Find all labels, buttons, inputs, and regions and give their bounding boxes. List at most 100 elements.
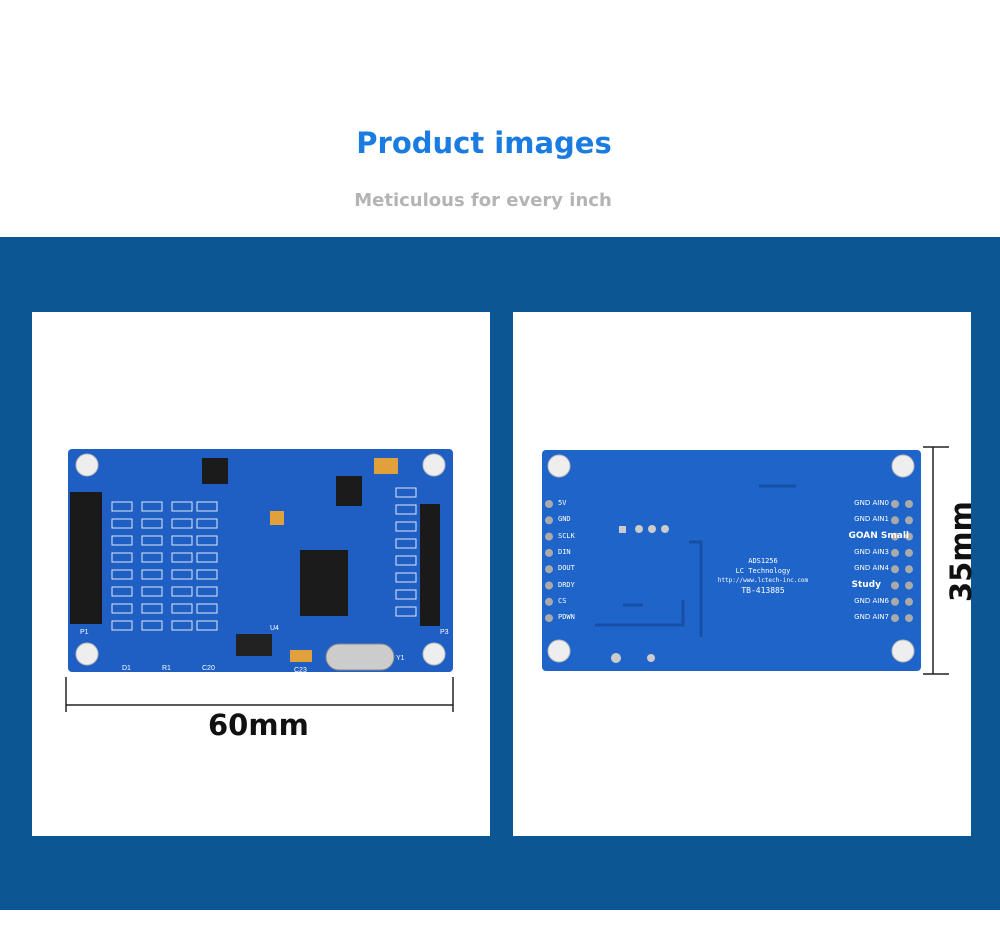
pin-pad xyxy=(891,614,899,623)
smd-pad xyxy=(141,552,163,563)
silk-label: P3 xyxy=(440,629,449,636)
silk-labels: P1 P3 R1 C20 C23 Y1 D1 U4 xyxy=(80,625,449,674)
smd-pad xyxy=(171,569,193,580)
board-silkscreen-text: ADS1256 LC Technology http://www.lctech-… xyxy=(703,556,823,596)
left-pin-label: CS xyxy=(558,596,567,605)
smd-pad xyxy=(196,586,218,597)
silk-label: R1 xyxy=(162,665,171,672)
page-subtitle: Meticulous for every inch xyxy=(354,190,612,211)
height-label: 35mm xyxy=(944,501,978,602)
board-code: TB-413885 xyxy=(741,586,785,595)
left-pin-label: DOUT xyxy=(558,564,575,573)
silk-label: D1 xyxy=(122,665,131,672)
silk-label: Y1 xyxy=(396,655,405,662)
smd-pad xyxy=(141,603,163,614)
pin-pad xyxy=(891,548,899,557)
maker-url: http://www.lctech-inc.com xyxy=(717,577,809,584)
right-pin-label: GND AIN0 xyxy=(854,499,889,507)
pin-pad xyxy=(545,532,553,541)
smd-pad xyxy=(395,538,417,549)
smd-pad xyxy=(395,487,417,498)
smd-pad xyxy=(171,620,193,631)
right-pin-label: GND AIN1 xyxy=(854,515,889,524)
smd-pad xyxy=(171,518,193,529)
pin-pad xyxy=(905,532,913,541)
smd-pad xyxy=(196,603,218,614)
pin-pad xyxy=(545,565,553,574)
width-label: 60mm xyxy=(208,708,309,742)
pin-pad xyxy=(905,597,913,606)
pin-pad xyxy=(891,597,899,606)
pin-pad xyxy=(545,614,553,623)
smd-pad xyxy=(171,552,193,563)
smd-pad xyxy=(196,620,218,631)
pin-pad xyxy=(545,581,553,590)
smd-pad xyxy=(141,569,163,580)
pcb-back-illustration xyxy=(542,446,949,675)
left-pin-label: 5V xyxy=(558,499,567,507)
pcb-front-illustration: P1 P3 R1 C20 C23 Y1 D1 U4 xyxy=(65,449,454,712)
pin-pad xyxy=(905,516,913,525)
pin-pad xyxy=(545,516,553,525)
smd-pad xyxy=(141,518,163,529)
left-pin-label: DRDY xyxy=(558,580,575,589)
smd-pad xyxy=(111,586,133,597)
pin-pad xyxy=(905,581,913,590)
pin-pad xyxy=(905,500,913,508)
smd-pad xyxy=(171,603,193,614)
maker-name: LC Technology xyxy=(735,567,791,575)
pin-pad xyxy=(891,500,899,508)
right-pin-label: GND AIN4 xyxy=(854,564,889,573)
smd-pad xyxy=(141,535,163,546)
smd-pad xyxy=(111,620,133,631)
smd-pad xyxy=(111,501,133,512)
smd-pad xyxy=(141,586,163,597)
smd-pad xyxy=(111,552,133,563)
smd-pad xyxy=(395,555,417,566)
pin-pad xyxy=(905,614,913,623)
left-pin-label: SCLK xyxy=(558,531,575,540)
width-dimension-line xyxy=(65,677,454,712)
smd-pad xyxy=(141,501,163,512)
smd-pad xyxy=(395,572,417,583)
smd-pad xyxy=(196,501,218,512)
right-pin-label: GND AIN3 xyxy=(854,547,889,556)
silk-label: C20 xyxy=(202,665,215,672)
smd-pad xyxy=(111,518,133,529)
smd-pad xyxy=(196,569,218,580)
pin-pad xyxy=(545,597,553,606)
right-pin-label: GND AIN7 xyxy=(854,613,889,622)
left-pin-label: GND xyxy=(558,515,571,524)
pin-pad xyxy=(545,548,553,557)
smd-pad xyxy=(196,518,218,529)
pin-pad xyxy=(891,516,899,525)
right-pin-label: Study xyxy=(851,579,881,590)
smd-pad xyxy=(395,521,417,532)
smd-pad xyxy=(171,535,193,546)
silk-label: C23 xyxy=(294,667,307,674)
smd-pad xyxy=(171,501,193,512)
smd-pad xyxy=(196,535,218,546)
pin-pad xyxy=(905,548,913,557)
smd-pad xyxy=(111,569,133,580)
smd-pad xyxy=(395,504,417,515)
pin-pad xyxy=(891,532,899,541)
front-image-panel: P1 P3 R1 C20 C23 Y1 D1 U4 60mm xyxy=(32,312,490,836)
pin-pad xyxy=(545,500,553,508)
silk-label: U4 xyxy=(270,625,279,632)
right-pin-label: GOAN Small xyxy=(848,530,909,541)
page-title: Product images xyxy=(356,126,612,160)
smd-pad xyxy=(171,586,193,597)
smd-pad xyxy=(141,620,163,631)
silk-label: P1 xyxy=(80,629,89,636)
pin-pad xyxy=(905,565,913,574)
smd-pad xyxy=(395,589,417,600)
smd-pad xyxy=(395,606,417,617)
smd-pad xyxy=(111,535,133,546)
pin-pad xyxy=(891,565,899,574)
right-pin-label: GND AIN6 xyxy=(854,596,889,605)
left-pin-label: DIN xyxy=(558,547,571,556)
smd-pad xyxy=(196,552,218,563)
chip-name: ADS1256 xyxy=(748,557,778,565)
